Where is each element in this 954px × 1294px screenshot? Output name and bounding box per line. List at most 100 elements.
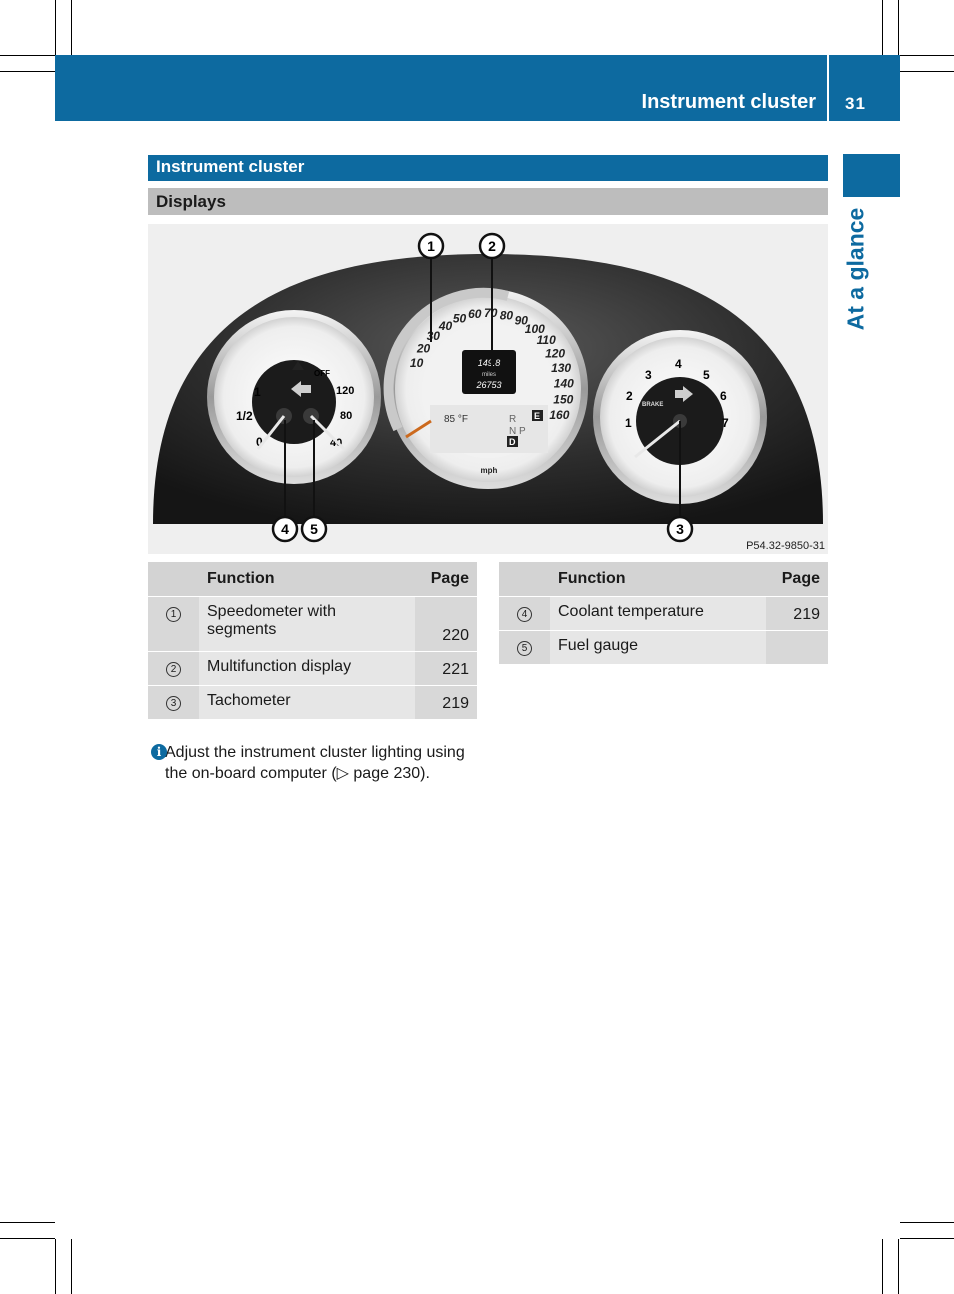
crop-mark (900, 71, 954, 72)
fuel-mark-half: 1/2 (236, 409, 253, 423)
display-gear-np: N P (509, 426, 526, 437)
section-subtitle: Displays (148, 188, 828, 215)
side-tab-label: At a glance (842, 207, 869, 331)
callout-3: 3 (666, 515, 694, 543)
crop-mark (0, 1238, 55, 1239)
speed-number: 70 (484, 306, 498, 320)
header-num (148, 562, 199, 596)
esp-off-label: OFF (314, 369, 330, 378)
instrument-cluster-figure: 1 1/2 0 120 80 40 OFF 1 2 3 4 5 6 7 BR (148, 224, 828, 554)
row-number: 2 (166, 661, 181, 677)
left-gauge: 1 1/2 0 120 80 40 OFF (207, 310, 381, 484)
speed-number: 80 (500, 308, 514, 322)
callout-1: 1 (417, 232, 445, 260)
speed-number: 120 (545, 346, 565, 360)
crop-mark (900, 55, 954, 56)
svg-text:1: 1 (427, 238, 435, 254)
display-gear-d: D (509, 437, 516, 447)
temp-mark-80: 80 (340, 410, 352, 422)
info-note: i Adjust the instrument cluster lighting… (148, 742, 478, 784)
display-trip: 149.8 (478, 358, 501, 368)
hazard-warning-icon (292, 361, 304, 370)
speed-number: 50 (453, 312, 467, 326)
row-function: Fuel gauge (550, 629, 766, 664)
speed-unit: mph (481, 466, 498, 475)
speed-number: 100 (525, 322, 545, 336)
fuel-mark-1: 1 (254, 385, 261, 399)
row-function: Speedometer with segments (199, 595, 415, 651)
crop-mark (0, 1222, 55, 1223)
crop-mark (898, 1239, 899, 1294)
multifunction-display (462, 350, 516, 394)
row-number: 1 (166, 606, 181, 622)
function-table-right: Function Page 4 Coolant temperature 219 … (499, 562, 828, 664)
header-function: Function (199, 562, 415, 596)
table-row: 2 Multifunction display 221 (148, 650, 477, 685)
speedometer: 149.8 miles 26753 85 °F R N P D E mph 10… (383, 287, 588, 489)
turn-signal-left-icon (291, 381, 311, 397)
tach-3: 3 (645, 368, 652, 382)
display-gear-r: R (509, 414, 516, 425)
crop-mark (0, 71, 55, 72)
brake-label: BRAKE (642, 402, 663, 408)
speed-number: 40 (438, 319, 453, 333)
speed-number: 90 (515, 314, 529, 328)
crop-mark (0, 55, 55, 56)
speed-needle (405, 419, 432, 439)
speed-number: 130 (551, 361, 571, 375)
svg-text:5: 5 (310, 521, 318, 537)
page-header: Instrument cluster 31 (55, 55, 900, 121)
speed-number: 60 (468, 307, 482, 321)
figure-code: P54.32-9850-31 (746, 540, 825, 552)
crop-mark (55, 0, 56, 55)
display-outside-temp: 85 °F (444, 414, 468, 425)
row-number: 3 (166, 695, 181, 711)
table-row: 1 Speedometer with segments 220 (148, 595, 477, 651)
svg-text:2: 2 (488, 238, 496, 254)
row-number: 5 (517, 640, 532, 656)
header-num (499, 562, 550, 596)
row-page: 219 (415, 684, 477, 719)
table-header-row: Function Page (499, 562, 828, 596)
row-page: 219 (766, 595, 828, 630)
side-tab-marker (843, 154, 900, 197)
table-row: 5 Fuel gauge (499, 629, 828, 664)
crop-mark (55, 1239, 56, 1294)
fuel-mark-0: 0 (256, 435, 263, 449)
header-title: Instrument cluster (641, 91, 816, 113)
info-icon: i (151, 744, 167, 760)
fuel-needle (256, 415, 286, 450)
callout-lines (284, 259, 681, 516)
info-text: Adjust the instrument cluster lighting u… (165, 744, 465, 782)
row-page: 221 (415, 650, 477, 685)
callout-4: 4 (271, 515, 299, 543)
row-page: 220 (415, 595, 477, 651)
crop-mark (71, 0, 72, 55)
speed-number: 110 (537, 333, 556, 347)
crop-mark (882, 1239, 883, 1294)
speed-number: 160 (549, 408, 569, 422)
display-unit: miles (482, 372, 496, 378)
header-separator (827, 55, 829, 121)
page-number: 31 (845, 94, 866, 113)
table-row: 4 Coolant temperature 219 (499, 595, 828, 630)
svg-text:4: 4 (281, 521, 289, 537)
row-page (766, 629, 828, 664)
svg-text:3: 3 (676, 521, 684, 537)
crop-mark (900, 1238, 954, 1239)
row-function: Coolant temperature (550, 595, 766, 630)
header-page: Page (766, 562, 828, 596)
crop-mark (900, 1222, 954, 1223)
crop-mark (898, 0, 899, 55)
temp-mark-120: 120 (336, 385, 354, 397)
callout-2: 2 (478, 232, 506, 260)
display-odometer: 26753 (475, 380, 501, 390)
crop-mark (882, 0, 883, 55)
tach-5: 5 (703, 368, 710, 382)
callout-5: 5 (300, 515, 328, 543)
row-number: 4 (517, 606, 532, 622)
header-page: Page (415, 562, 477, 596)
tach-1: 1 (625, 416, 632, 430)
speed-number: 10 (410, 356, 424, 370)
speed-number: 140 (554, 377, 574, 391)
